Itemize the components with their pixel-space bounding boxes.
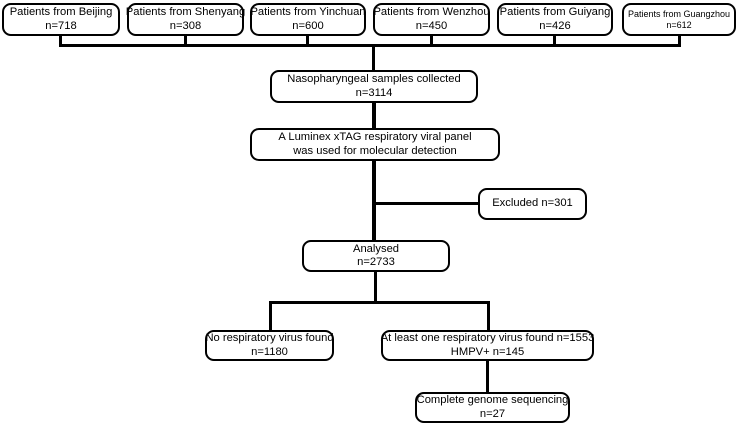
node-excluded: Excluded n=301 <box>478 188 587 220</box>
node-assay-method: A Luminex xTAG respiratory viral panel w… <box>250 128 500 161</box>
node-genome-sequencing: Complete genome sequencing n=27 <box>415 392 570 423</box>
assay-method-line1: A Luminex xTAG respiratory viral panel <box>278 131 472 144</box>
node-source-beijing: Patients from Beijing n=718 <box>2 3 120 36</box>
edge-branch-to-excluded <box>372 202 480 205</box>
genome-sequencing-line2: n=27 <box>479 407 506 420</box>
edge-analysed-to-split <box>374 271 377 304</box>
edge-method-to-analysed <box>372 160 376 242</box>
genome-sequencing-line1: Complete genome sequencing <box>416 394 569 407</box>
edge-wenzhou-drop <box>430 36 433 47</box>
virus-found-line1: At least one respiratory virus found n=1… <box>380 332 595 345</box>
node-source-guangzhou: Patients from Guangzhou n=612 <box>622 3 736 36</box>
edge-split-left-drop <box>269 301 272 332</box>
source-yinchuan-count: n=600 <box>292 19 324 32</box>
source-wenzhou-count: n=450 <box>415 19 448 32</box>
node-no-virus-found: No respiratory virus found n=1180 <box>205 330 334 361</box>
analysed-line2: n=2733 <box>357 256 395 268</box>
source-shenyang-label: Patients from Shenyang <box>125 6 246 19</box>
node-source-guiyang: Patients from Guiyang n=426 <box>497 3 613 36</box>
source-guiyang-count: n=426 <box>539 19 571 32</box>
assay-method-line2: was used for molecular detection <box>293 144 457 157</box>
source-wenzhou-label: Patients from Wenzhou <box>373 6 490 19</box>
source-yinchuan-label: Patients from Yinchuan <box>250 6 366 19</box>
source-beijing-label: Patients from Beijing <box>9 6 113 19</box>
node-source-shenyang: Patients from Shenyang n=308 <box>125 3 246 36</box>
node-source-wenzhou: Patients from Wenzhou n=450 <box>373 3 490 36</box>
node-samples-collected: Nasopharyngeal samples collected n=3114 <box>270 70 478 103</box>
node-virus-found: At least one respiratory virus found n=1… <box>381 330 594 361</box>
analysed-line1: Analysed <box>352 242 400 255</box>
edge-sources-bus <box>59 44 681 47</box>
edge-guangzhou-drop <box>678 36 681 47</box>
excluded-label: Excluded n=301 <box>492 197 573 210</box>
source-guiyang-label: Patients from Guiyang <box>499 6 611 19</box>
edge-virus-to-sequencing <box>486 360 489 394</box>
edge-split-right-drop <box>487 301 490 332</box>
edge-collected-to-method <box>372 102 376 129</box>
node-source-yinchuan: Patients from Yinchuan n=600 <box>250 3 366 36</box>
no-virus-found-line2: n=1180 <box>251 345 288 358</box>
node-analysed: Analysed n=2733 <box>302 240 450 272</box>
edge-yinchuan-drop <box>306 36 309 47</box>
source-beijing-count: n=718 <box>45 19 77 32</box>
edge-bus-to-collected <box>372 44 375 72</box>
edge-shenyang-drop <box>184 36 187 47</box>
samples-collected-line2: n=3114 <box>355 86 393 99</box>
samples-collected-line1: Nasopharyngeal samples collected <box>287 73 461 86</box>
source-guangzhou-label: Patients from Guangzhou <box>627 8 731 19</box>
edge-results-split-bar <box>269 301 490 304</box>
virus-found-line2: HMPV+ n=145 <box>450 345 525 358</box>
source-guangzhou-count: n=612 <box>666 19 692 30</box>
no-virus-found-line1: No respiratory virus found <box>205 332 334 345</box>
edge-guiyang-drop <box>553 36 556 47</box>
source-shenyang-count: n=308 <box>169 19 202 32</box>
edge-beijing-drop <box>59 36 62 47</box>
